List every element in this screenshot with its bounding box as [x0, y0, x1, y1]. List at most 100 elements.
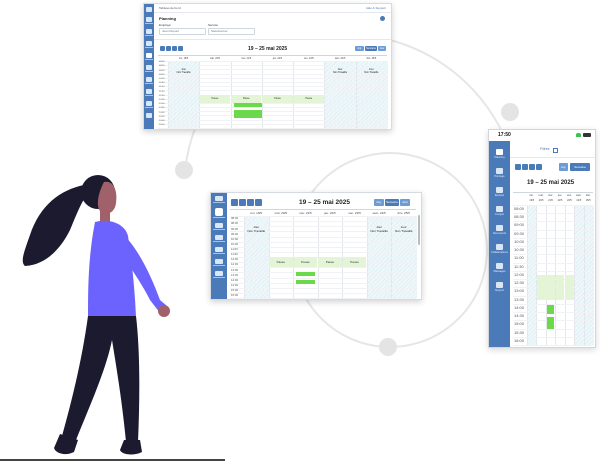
next-button[interactable]	[522, 164, 528, 170]
time-label: 09:00	[159, 69, 165, 72]
nav-item[interactable]: Collaborateurs	[489, 242, 510, 260]
help-link[interactable]: Aide & Support	[365, 6, 386, 10]
day-header: dim. 25/5	[397, 211, 410, 215]
first-button[interactable]	[247, 199, 254, 206]
next-button[interactable]	[166, 46, 171, 51]
day-button[interactable]: Jour	[400, 199, 410, 206]
employee-select[interactable]: Jean Dupont	[159, 28, 206, 35]
time-row	[158, 123, 387, 125]
today-button[interactable]: Auj.	[355, 46, 364, 51]
prev-button[interactable]	[231, 199, 238, 206]
first-button[interactable]	[529, 164, 535, 170]
week-button[interactable]: Semaine	[385, 199, 399, 206]
time-row	[158, 86, 387, 88]
day-column[interactable]	[574, 205, 585, 345]
calendar-icon[interactable]	[215, 208, 223, 216]
scrollbar[interactable]	[418, 215, 420, 245]
filter-icon[interactable]	[553, 148, 558, 153]
day-date: 23/5	[567, 199, 572, 202]
help-icon[interactable]	[146, 113, 152, 118]
time-label: 10:00	[231, 236, 238, 241]
user-icon[interactable]	[215, 271, 223, 276]
pause-block[interactable]: Pause	[318, 257, 342, 268]
pause-block[interactable]	[536, 275, 546, 300]
pause-block[interactable]: Pause	[269, 257, 293, 268]
non-working-day-label: Jour Non Travaillé	[176, 68, 191, 75]
last-button[interactable]	[536, 164, 542, 170]
plane-icon[interactable]	[215, 247, 223, 252]
pause-block[interactable]: Pause	[293, 257, 318, 268]
last-button[interactable]	[178, 46, 183, 51]
time-label: 16:00	[514, 337, 525, 343]
last-button[interactable]	[255, 199, 262, 206]
users-icon[interactable]	[215, 235, 223, 240]
day-header: sam. 24/5	[372, 211, 386, 215]
pause-block[interactable]: Pause	[342, 257, 367, 268]
share-icon[interactable]	[215, 196, 223, 201]
pause-block[interactable]: Pause	[199, 94, 231, 103]
nav-item[interactable]: Pointage	[489, 166, 510, 184]
time-row	[230, 236, 416, 238]
calendar-event[interactable]	[233, 102, 262, 108]
status-clock: 17:50	[498, 132, 511, 138]
filter-button[interactable]: Filtres	[540, 147, 550, 151]
prev-button[interactable]	[160, 46, 165, 51]
calendar-event[interactable]	[546, 317, 555, 329]
time-row	[513, 246, 593, 248]
pause-block[interactable]: Pause	[293, 94, 324, 103]
today-button[interactable]: Auj.	[559, 163, 568, 171]
pause-block[interactable]: Pause	[262, 94, 293, 103]
prev-button[interactable]	[515, 164, 521, 170]
day-date: 19/5	[529, 199, 535, 202]
clock-icon[interactable]	[215, 223, 223, 228]
service-select[interactable]: Sélectionner	[208, 28, 255, 35]
next-button[interactable]	[239, 199, 246, 206]
nav-label: Planning	[494, 156, 505, 159]
time-label: 12:30	[514, 280, 525, 286]
day-header: lun.	[529, 194, 534, 197]
time-row	[158, 90, 387, 92]
calendar-icon[interactable]	[146, 53, 152, 58]
week-button[interactable]: Semaine	[570, 163, 590, 171]
nav-item[interactable]: Messages	[489, 261, 510, 279]
calendar-event[interactable]	[295, 280, 316, 285]
week-button[interactable]: Semaine	[365, 46, 377, 51]
time-label: 10:30	[159, 82, 165, 85]
nav-item[interactable]: Documents	[489, 223, 510, 241]
nav-item[interactable]: Planning	[489, 147, 510, 165]
list-icon[interactable]	[146, 89, 152, 94]
dashboard-icon[interactable]	[146, 17, 152, 22]
calendar-event[interactable]	[295, 272, 316, 277]
user-icon[interactable]	[146, 101, 152, 106]
calendar-event[interactable]	[233, 113, 262, 118]
day-button[interactable]: Jour	[378, 46, 386, 51]
info-icon[interactable]	[380, 16, 385, 21]
nav-item[interactable]: Congés	[489, 204, 510, 222]
today-button[interactable]: Auj.	[374, 199, 384, 206]
pause-block[interactable]: Pause	[231, 94, 262, 103]
pause-block[interactable]	[565, 275, 574, 300]
share-icon[interactable]	[146, 41, 152, 46]
calendar-event[interactable]	[546, 305, 555, 314]
time-label: 12:00	[231, 257, 238, 262]
time-row	[158, 65, 387, 67]
time-label: 15:30	[514, 329, 525, 335]
first-button[interactable]	[172, 46, 177, 51]
time-row	[158, 61, 387, 62]
nav-item[interactable]: Equipes	[489, 185, 510, 203]
time-label: 15:00	[231, 288, 238, 293]
clock-icon[interactable]	[146, 29, 152, 34]
pause-block[interactable]	[546, 275, 555, 300]
nav-item[interactable]: Support	[489, 280, 510, 298]
time-label: 15:30	[159, 124, 165, 127]
pause-block[interactable]	[555, 275, 565, 300]
day-column[interactable]	[583, 205, 594, 345]
day-column[interactable]	[527, 205, 538, 345]
calendar-event[interactable]	[233, 109, 262, 114]
list-icon[interactable]	[215, 259, 223, 264]
time-row	[513, 270, 593, 272]
plane-icon[interactable]	[146, 77, 152, 82]
users-icon[interactable]	[146, 65, 152, 70]
time-label: 10:00	[159, 78, 165, 81]
